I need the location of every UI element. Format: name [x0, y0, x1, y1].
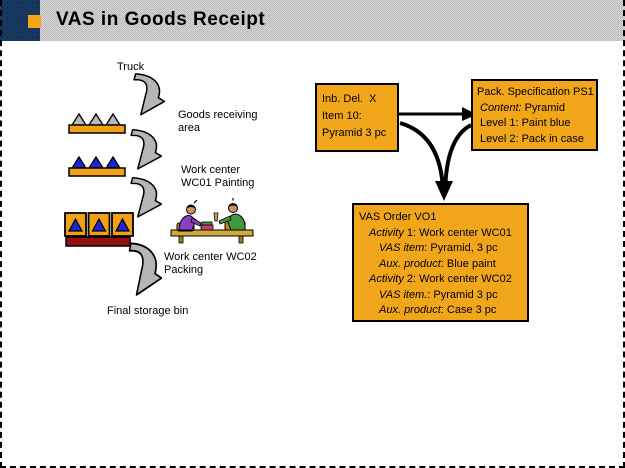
truck-label: Truck	[117, 61, 145, 73]
vas-aux1-label: Aux. product	[379, 257, 441, 270]
inbound-delivery-box: Inb. Del. X Item 10: Pyramid 3 pc	[315, 83, 399, 152]
wc01-label-line1: Work center	[181, 164, 241, 176]
vas-order-title: VAS Order VO1	[359, 211, 437, 223]
goods-receiving-label: Goods receiving area	[178, 109, 258, 135]
vas-activity1-line: Activity 1: Work center WC01	[359, 226, 522, 242]
flow-arrow-icon-1	[133, 73, 165, 116]
vas-activity2-line: Activity 2: Work center WC02	[359, 272, 522, 288]
vas-aux1-text: : Blue paint	[440, 257, 496, 270]
vas-activity2-label: Activity	[369, 273, 404, 285]
goods-receiving-label-line1: Goods receiving	[178, 109, 258, 121]
wc02-label: Work center WC02 Packing	[164, 251, 257, 277]
wc01-label: Work center WC01 Painting	[181, 164, 254, 190]
flow-arrow-icon-2	[130, 129, 162, 170]
goods-receiving-label-line2: area	[178, 122, 201, 134]
vas-item2-label: VAS item.	[379, 288, 428, 301]
wc02-label-line2: Packing	[164, 264, 204, 276]
vas-aux1-line: Aux. product: Blue paint	[359, 257, 522, 273]
vas-item2-line: VAS item.: Pyramid 3 pc	[359, 288, 522, 304]
vas-aux2-text: : Case 3 pc	[440, 304, 497, 316]
pack-spec-content-label: Content:	[480, 101, 522, 114]
pack-spec-level2: Level 2: Pack in case	[480, 132, 584, 145]
pack-spec-title: Pack. Specification PS1	[477, 86, 594, 98]
inb-del-line2: Item 10:	[322, 110, 362, 122]
vas-activity2-text: 2: Work center WC02	[403, 273, 512, 285]
vas-item1-label: VAS item	[379, 242, 425, 254]
inb-del-line3: Pyramid 3 pc	[322, 127, 387, 139]
pack-specification-box: Pack. Specification PS1 Content: Pyramid…	[471, 79, 598, 151]
vas-aux2-line: Aux. product: Case 3 pc	[359, 303, 522, 319]
wc02-label-line1: Work center WC02	[164, 251, 257, 263]
pallet-packed-boxes-icon	[64, 212, 134, 247]
vas-aux2-label: Aux. product	[379, 304, 441, 316]
packing-workers-illustration	[170, 198, 254, 244]
pallet-blue-pyramids-icon	[68, 155, 126, 177]
page-title: VAS in Goods Receipt	[56, 9, 266, 30]
vas-item2-text: : Pyramid 3 pc	[427, 288, 498, 301]
wc01-label-line2: WC01 Painting	[181, 177, 255, 189]
pack-spec-level1: Level 1: Paint blue	[480, 117, 571, 129]
flow-arrow-icon-4	[128, 242, 162, 296]
pallet-gray-pyramids-icon	[68, 112, 126, 134]
pack-spec-content-line: Content: Pyramid	[477, 101, 592, 117]
pack-spec-content-value: Pyramid	[521, 101, 565, 114]
inb-del-line1: Inb. Del. X	[322, 93, 377, 105]
vas-activity1-text: 1: Work center WC01	[403, 226, 512, 239]
vas-activity1-label: Activity	[369, 226, 404, 239]
vas-item1-text: : Pyramid, 3 pc	[424, 242, 498, 254]
logo-orange-square	[28, 15, 41, 28]
flow-arrow-icon-3	[130, 177, 162, 218]
vas-item1-line: VAS item: Pyramid, 3 pc	[359, 241, 522, 257]
title-bar: VAS in Goods Receipt	[0, 0, 625, 41]
final-bin-label: Final storage bin	[107, 305, 189, 317]
vas-order-box: VAS Order VO1 Activity 1: Work center WC…	[352, 203, 529, 322]
